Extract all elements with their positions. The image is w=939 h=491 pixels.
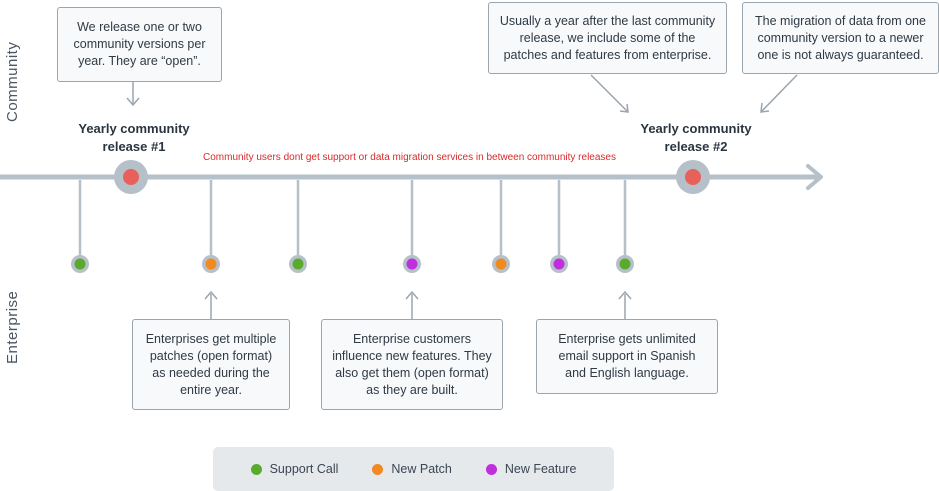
legend: Support Call New Patch New Feature	[213, 447, 614, 491]
legend-label-support-call: Support Call	[269, 462, 339, 476]
enterprise-box-support: Enterprise gets unlimited email support …	[536, 319, 718, 394]
connector-box1-arrowhead	[126, 97, 140, 107]
release-1-label: Yearly community release #1	[78, 121, 190, 154]
connector-ebox2-arrowhead	[405, 290, 419, 300]
event-dot-support-call	[74, 258, 86, 270]
enterprise-box-features: Enterprise customers influence new featu…	[321, 319, 503, 410]
connector-ebox1-arrowhead	[204, 290, 218, 300]
release-2-marker	[685, 169, 701, 185]
connector-box3	[761, 74, 798, 112]
connector-box2	[590, 74, 628, 112]
connector-box3-arrowhead	[760, 102, 770, 113]
community-box-migration: The migration of data from one community…	[742, 2, 939, 74]
support-call-dot-icon	[250, 463, 262, 475]
event-dot-support-call	[619, 258, 631, 270]
community-support-note: Community users dont get support or data…	[203, 152, 616, 163]
enterprise-box-patches: Enterprises get multiple patches (open f…	[132, 319, 290, 410]
event-dot-new-feature	[406, 258, 418, 270]
new-feature-dot-icon	[485, 463, 497, 475]
timeline-arrowhead	[806, 164, 823, 190]
community-box-enterprise-merge: Usually a year after the last community …	[488, 2, 727, 74]
event-dot-support-call	[292, 258, 304, 270]
event-dot-new-patch	[495, 258, 507, 270]
release-1-marker	[123, 169, 139, 185]
events-layer	[71, 180, 634, 273]
new-patch-dot-icon	[372, 463, 384, 475]
event-dot-new-patch	[205, 258, 217, 270]
event-dot-new-feature	[553, 258, 565, 270]
legend-label-new-patch: New Patch	[391, 462, 452, 476]
connector-box2-arrowhead	[619, 103, 629, 113]
community-lane-label: Community	[4, 41, 21, 122]
legend-label-new-feature: New Feature	[504, 462, 577, 476]
connector-ebox3-arrowhead	[618, 290, 632, 300]
enterprise-lane-label: Enterprise	[4, 290, 21, 364]
release-2-label: Yearly community release #2	[640, 121, 752, 154]
legend-item-support-call: Support Call	[250, 462, 339, 476]
legend-item-new-feature: New Feature	[485, 462, 577, 476]
community-box-release-frequency: We release one or two community versions…	[57, 7, 222, 82]
legend-item-new-patch: New Patch	[372, 462, 452, 476]
